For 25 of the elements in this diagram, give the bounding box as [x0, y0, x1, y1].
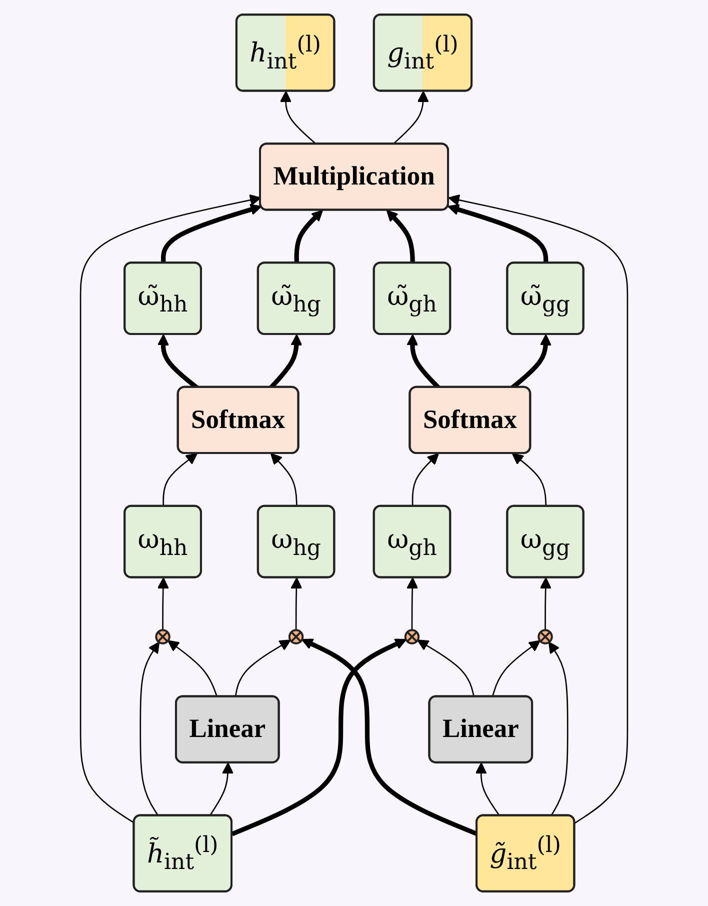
arrow [140, 642, 160, 816]
arrow [168, 640, 218, 698]
arrow [448, 204, 548, 264]
arrow [492, 640, 540, 698]
arrow [548, 642, 568, 816]
arrow [209, 762, 234, 816]
arrow [412, 453, 439, 507]
arrow [406, 577, 418, 630]
arrow [392, 90, 429, 145]
arrow [540, 577, 552, 630]
arrow [280, 90, 317, 145]
arrow [157, 577, 169, 630]
arrow [80, 194, 262, 824]
arrow [231, 638, 407, 836]
arrow [161, 204, 262, 264]
arrow [270, 453, 298, 507]
arrow [512, 453, 547, 507]
arrow [234, 640, 291, 698]
arrow [294, 210, 323, 264]
arrow [386, 210, 415, 264]
arrow [417, 640, 475, 698]
arrow [290, 577, 302, 630]
arrow [448, 194, 628, 824]
arrow [162, 453, 198, 507]
arrow [475, 762, 500, 816]
